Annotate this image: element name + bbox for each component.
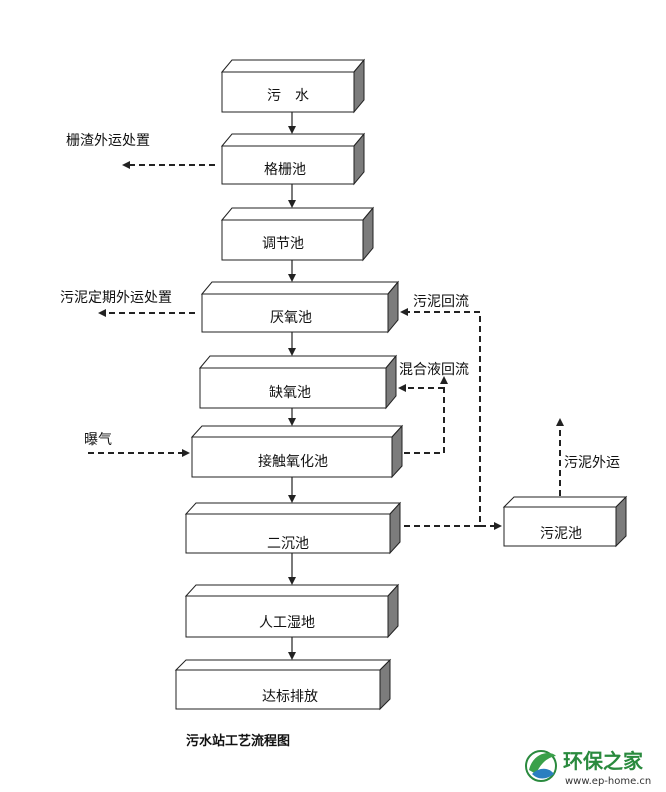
- box-label: 污 水: [267, 88, 309, 104]
- sludge-return-arrow: [400, 308, 481, 527]
- box-label: 接触氧化池: [258, 453, 328, 470]
- leaf-icon: [525, 750, 557, 782]
- diagram-caption: 污水站工艺流程图: [186, 733, 290, 749]
- watermark-logo: 环保之家 www.ep-home.cn: [525, 749, 651, 787]
- box-regulating-tank: 调节池: [220, 206, 375, 262]
- watermark-url: www.ep-home.cn: [565, 776, 651, 787]
- watermark-name: 环保之家: [563, 749, 644, 773]
- aeration-label: 曝气: [84, 432, 112, 448]
- box-contact-oxidation-tank: 接触氧化池: [190, 424, 404, 479]
- box-anaerobic-tank: 厌氧池: [200, 280, 400, 334]
- box-label: 缺氧池: [269, 385, 311, 401]
- box-label: 格栅池: [264, 162, 306, 178]
- box-label: 二沉池: [267, 536, 309, 552]
- box-constructed-wetland: 人工湿地: [184, 583, 400, 639]
- mixed-liquor-return-arrow: [398, 376, 448, 454]
- mixed-liquor-return-label: 混合液回流: [399, 362, 469, 378]
- box-label: 人工湿地: [259, 615, 315, 631]
- sludge-return-label: 污泥回流: [413, 294, 469, 310]
- screen-waste-label: 栅渣外运处置: [66, 133, 150, 149]
- sludge-out-label: 污泥外运: [564, 455, 620, 471]
- box-sludge-tank: 污泥池: [502, 495, 628, 548]
- box-wastewater: 污 水: [220, 58, 366, 114]
- box-label: 调节池: [262, 236, 304, 252]
- box-label: 污泥池: [540, 526, 582, 542]
- box-compliant-discharge: 达标排放: [174, 658, 392, 711]
- box-label: 厌氧池: [270, 310, 312, 326]
- box-label: 达标排放: [262, 689, 318, 705]
- box-secondary-clarifier: 二沉池: [184, 501, 402, 555]
- box-grille-tank: 格栅池: [220, 132, 366, 186]
- periodic-sludge-label: 污泥定期外运处置: [60, 290, 172, 306]
- box-anoxic-tank: 缺氧池: [198, 354, 398, 410]
